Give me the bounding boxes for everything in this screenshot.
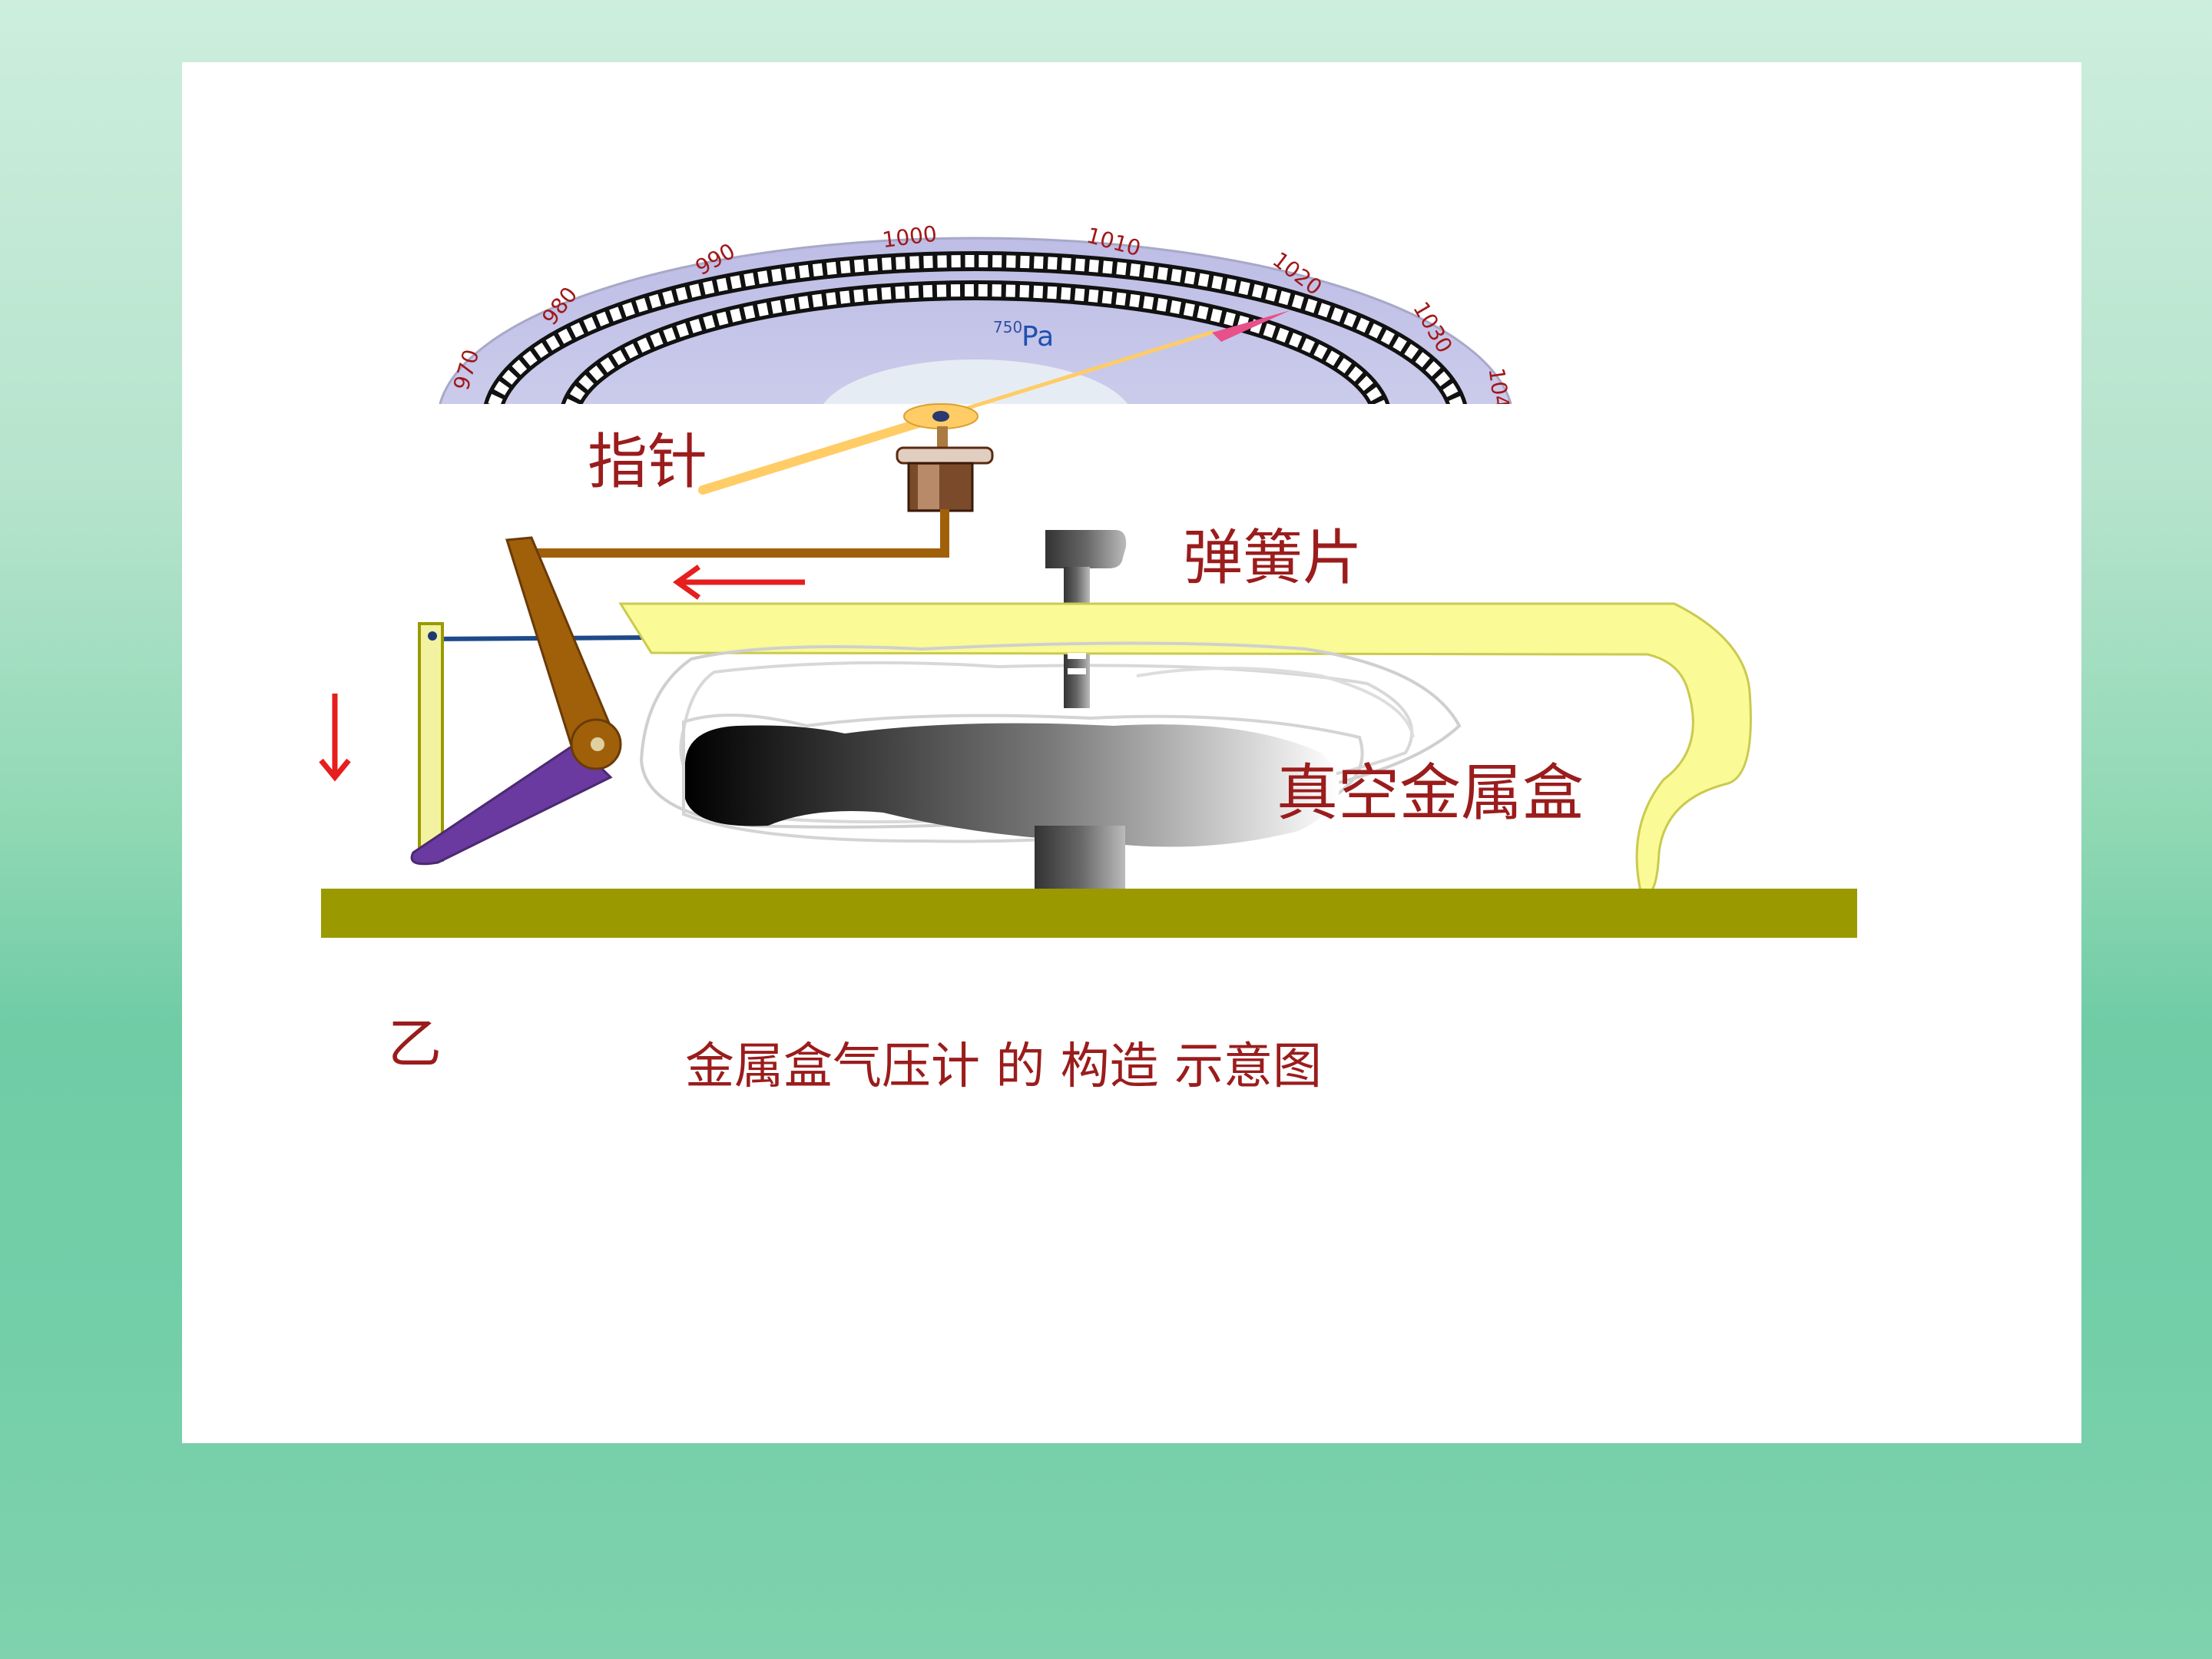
dial-unit: Pa [1022, 321, 1054, 353]
spring-plate-label: 弹簧片 [1183, 524, 1363, 593]
spring-plate [618, 602, 1752, 892]
diagram-caption: 金属盒气压计 的 构造 示意图 [685, 1038, 1322, 1095]
tick-band-0 [484, 251, 1467, 404]
pointer-label: 指针 [588, 428, 707, 497]
base-plate [321, 889, 1857, 938]
scale-label: 1040 [1484, 366, 1517, 424]
scale-tick-bands [484, 251, 1467, 404]
down-arrow [319, 694, 351, 782]
dial-inner-value: 750 [993, 318, 1022, 336]
left-arrow [672, 565, 805, 600]
pivot-spindle [896, 426, 994, 512]
vacuum-box-label: 真空金属盒 [1277, 757, 1584, 829]
purple-link [410, 742, 613, 866]
pointer-needle [698, 310, 1290, 495]
figure-tag: 乙 [388, 1012, 442, 1075]
center-post [1035, 653, 1125, 889]
vertical-link [418, 622, 444, 862]
linkage-rod [530, 509, 949, 558]
tick-band-1 [561, 280, 1390, 404]
vacuum-box [639, 641, 1462, 847]
